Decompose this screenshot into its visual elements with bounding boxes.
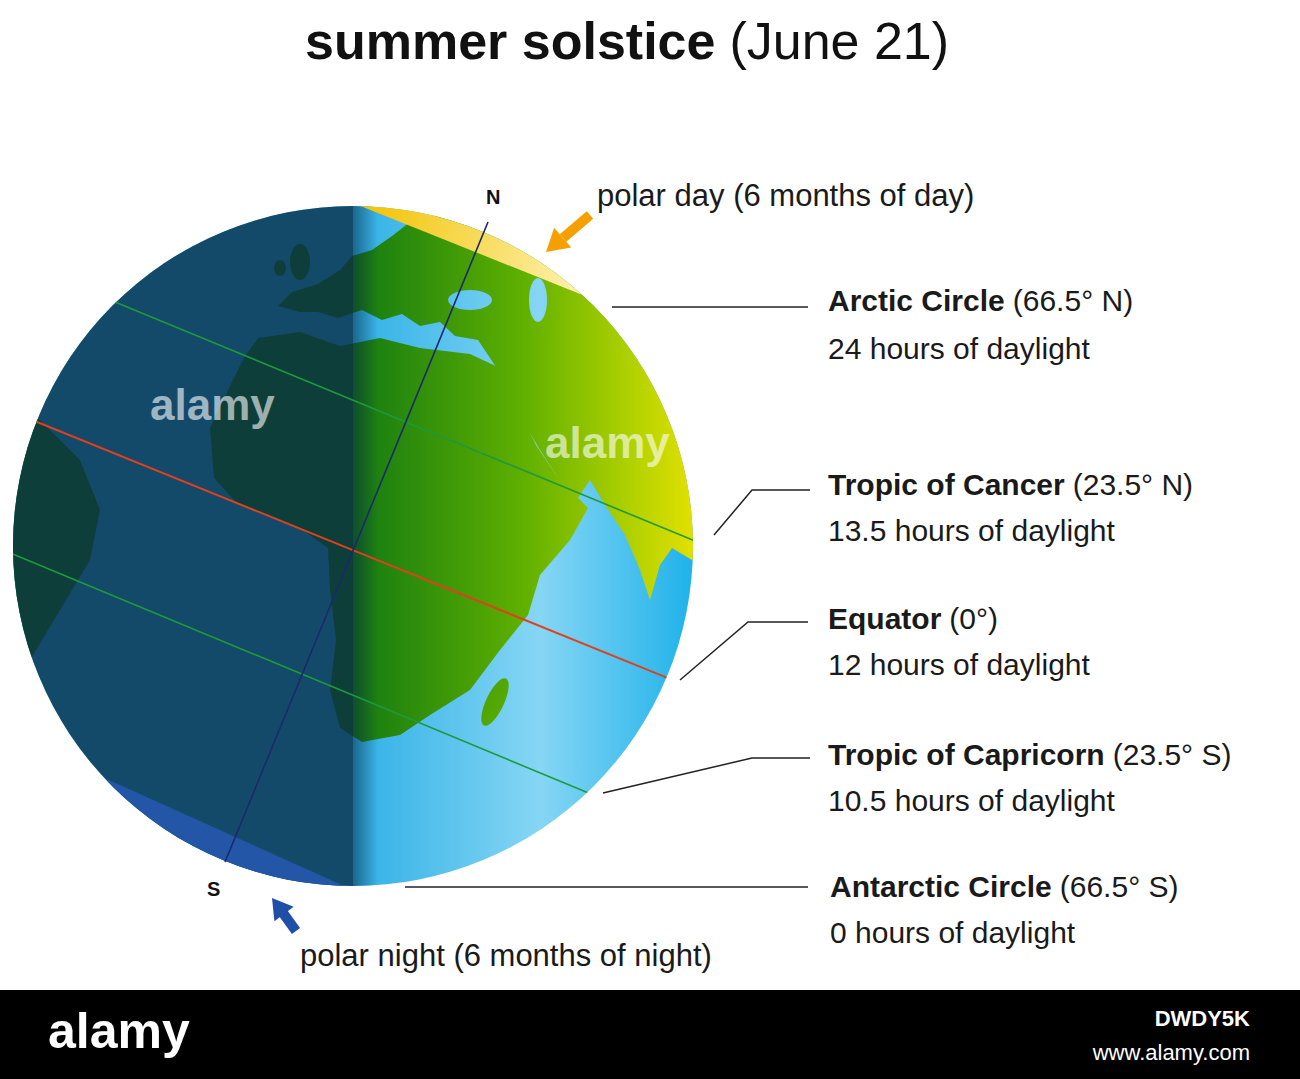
tropic-line	[0, 255, 720, 552]
leader-line	[603, 758, 810, 793]
arrow-shaft	[283, 913, 296, 931]
arrow-shaft	[563, 215, 590, 238]
latitude-value: (66.5° S)	[1060, 870, 1179, 905]
daylight-hours: 13.5 hours of daylight	[828, 514, 1115, 549]
image-id: DWDY5K	[1155, 1006, 1250, 1031]
latitude-value: (0°)	[949, 602, 998, 637]
latitude-name: Equator	[828, 602, 941, 637]
latitude-name: Antarctic Circle	[830, 870, 1052, 905]
leader-line	[714, 490, 810, 535]
globe	[0, 100, 1300, 1000]
title: summer solstice	[305, 12, 715, 72]
sea	[448, 290, 492, 310]
latitude-name: Arctic Circle	[828, 284, 1005, 319]
leader-lines	[405, 307, 810, 887]
daylight-hours: 12 hours of daylight	[828, 648, 1090, 683]
earth-axis	[225, 222, 488, 862]
latitude-value: (66.5° N)	[1013, 284, 1133, 319]
island	[476, 675, 514, 730]
terminator	[353, 150, 378, 950]
equator-line	[0, 407, 720, 699]
latitude-value: (23.5° N)	[1073, 468, 1193, 503]
tropic-line	[0, 549, 720, 848]
watermark: alamy	[545, 418, 670, 469]
subtitle: (June 21)	[729, 12, 949, 72]
callout-text: polar day (6 months of day)	[597, 178, 974, 214]
arrow-head	[272, 898, 294, 921]
pole-label: N	[486, 186, 500, 209]
watermark: alamy	[150, 380, 275, 431]
daylight-hours: 24 hours of daylight	[828, 332, 1090, 367]
footer-bar	[0, 990, 1300, 1079]
leader-line	[680, 622, 808, 680]
watermark: alamy	[48, 1003, 190, 1061]
sea	[529, 278, 547, 322]
callout-text: polar night (6 months of night)	[300, 938, 712, 974]
latitude-value: (23.5° S)	[1113, 738, 1232, 773]
daylight-hours: 10.5 hours of daylight	[828, 784, 1115, 819]
arrow-head	[546, 228, 571, 252]
latitude-name: Tropic of Cancer	[828, 468, 1065, 503]
daylight-hours: 0 hours of daylight	[830, 916, 1075, 951]
watermark-url: www.alamy.com	[1093, 1040, 1250, 1065]
leader-line	[405, 886, 808, 888]
pole-label: S	[207, 878, 220, 901]
latitude-name: Tropic of Capricorn	[828, 738, 1105, 773]
leader-line	[612, 306, 808, 308]
